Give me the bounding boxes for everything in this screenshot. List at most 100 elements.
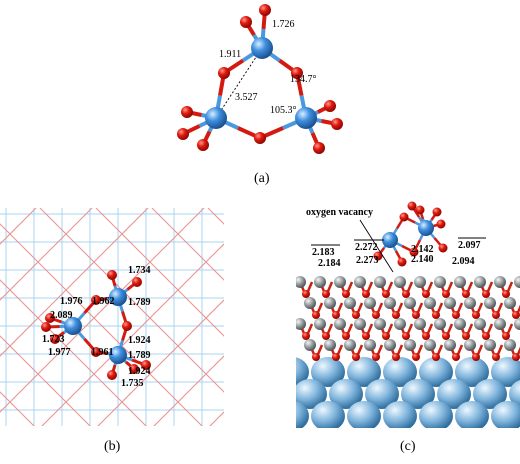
metal-atom [251, 37, 273, 59]
surface-atom [504, 339, 516, 351]
surface-atom [334, 318, 346, 330]
oxygen-atom [352, 353, 360, 361]
oxygen-atom [462, 290, 470, 298]
oxygen-atom [181, 106, 193, 118]
oxygen-atom [436, 219, 446, 229]
surface-atom [414, 276, 426, 288]
oxygen-atom [512, 311, 520, 319]
panel-c-caption: (c) [400, 439, 416, 454]
distance-label: 3.527 [235, 92, 258, 103]
surface-atom [364, 339, 376, 351]
oxygen-atom [397, 257, 407, 267]
surface-atom [464, 297, 476, 309]
oxygen-atom [472, 353, 480, 361]
bond-length-label: 1.911 [219, 49, 241, 60]
oxygen-atom [482, 290, 490, 298]
grid-line [97, 299, 224, 426]
bond-length-label: 1.924 [128, 335, 151, 346]
metal-atom [109, 346, 127, 364]
surface-atom [324, 297, 336, 309]
surface-atom [304, 339, 316, 351]
surface-atom [434, 318, 446, 330]
oxygen-atom [107, 370, 117, 380]
adsorbed-cluster [311, 201, 486, 267]
oxygen-atom [312, 353, 320, 361]
surface-atom [364, 297, 376, 309]
substrate-atom [329, 379, 363, 409]
oxygen-atom [302, 290, 310, 298]
oxygen-atom [502, 332, 510, 340]
surface-atom [354, 318, 366, 330]
oxygen-atom [415, 205, 425, 215]
oxygen-atom [407, 201, 417, 211]
oxygen-atom [422, 332, 430, 340]
oxygen-atom [218, 67, 230, 79]
grid-line [0, 223, 203, 426]
surface-atom [296, 318, 306, 330]
oxygen-atom [197, 139, 209, 151]
surface-atom [404, 339, 416, 351]
oxygen-atom [462, 332, 470, 340]
oxygen-atom [107, 270, 117, 280]
oxygen-atom [91, 347, 101, 357]
bond-length-label: 1.924 [128, 366, 151, 377]
oxygen-atom [432, 207, 442, 217]
substrate-atom [401, 379, 435, 409]
oxygen-atom [372, 311, 380, 319]
oxygen-atom [332, 311, 340, 319]
bond-length-label: 2.097 [458, 240, 481, 251]
oxygen-atom [412, 311, 420, 319]
surface-atom [484, 339, 496, 351]
oxygen-atom [132, 277, 142, 287]
substrate-atom [365, 379, 399, 409]
oxygen-atom [492, 311, 500, 319]
surface-atom [414, 318, 426, 330]
substrate-atom [509, 379, 520, 409]
oxygen-atom [50, 334, 60, 344]
substrate-atom [491, 401, 520, 428]
oxygen-atom [342, 290, 350, 298]
bond-length-label: 2.089 [50, 310, 73, 321]
bond-length-label: 1.789 [128, 297, 151, 308]
panel-b-atoms [41, 270, 151, 380]
oxygen-atom [492, 353, 500, 361]
oxygen-atom [373, 251, 383, 261]
angle-label: 105.3° [270, 105, 297, 116]
oxygen-atom [129, 364, 139, 374]
bond-length-label: 1.723 [42, 334, 65, 345]
oxygen-atom [422, 290, 430, 298]
oxygen-atom [382, 332, 390, 340]
surface-atom [384, 297, 396, 309]
substrate-atom [383, 401, 417, 428]
oxygen-atom [412, 353, 420, 361]
lattice-grid [0, 208, 224, 426]
surface-atom [464, 339, 476, 351]
surface-atom [334, 276, 346, 288]
oxygen-atom [291, 67, 303, 79]
oxygen-atom [177, 128, 189, 140]
oxygen-atom [409, 247, 419, 257]
oxygen-atom [432, 353, 440, 361]
oxygen-atom [352, 311, 360, 319]
surface-atom [484, 297, 496, 309]
surface-atom [474, 318, 486, 330]
oxygen-atom [41, 322, 51, 332]
oxygen-atom [512, 353, 520, 361]
surface-atom [314, 318, 326, 330]
surface-atom [444, 339, 456, 351]
bond-length-label: 1.726 [272, 19, 295, 30]
bond-length-label: 1.961 [91, 347, 114, 358]
surface-atom [394, 318, 406, 330]
surface-atom [424, 339, 436, 351]
substrate-atom [347, 401, 381, 428]
oxygen-atom [392, 353, 400, 361]
oxygen-atom [91, 295, 101, 305]
oxygen-atom [438, 243, 448, 253]
panel-b-caption: (b) [104, 439, 121, 454]
oxygen-atom [452, 311, 460, 319]
substrate-atom [473, 379, 507, 409]
surface-atom [324, 339, 336, 351]
surface-atom [434, 276, 446, 288]
